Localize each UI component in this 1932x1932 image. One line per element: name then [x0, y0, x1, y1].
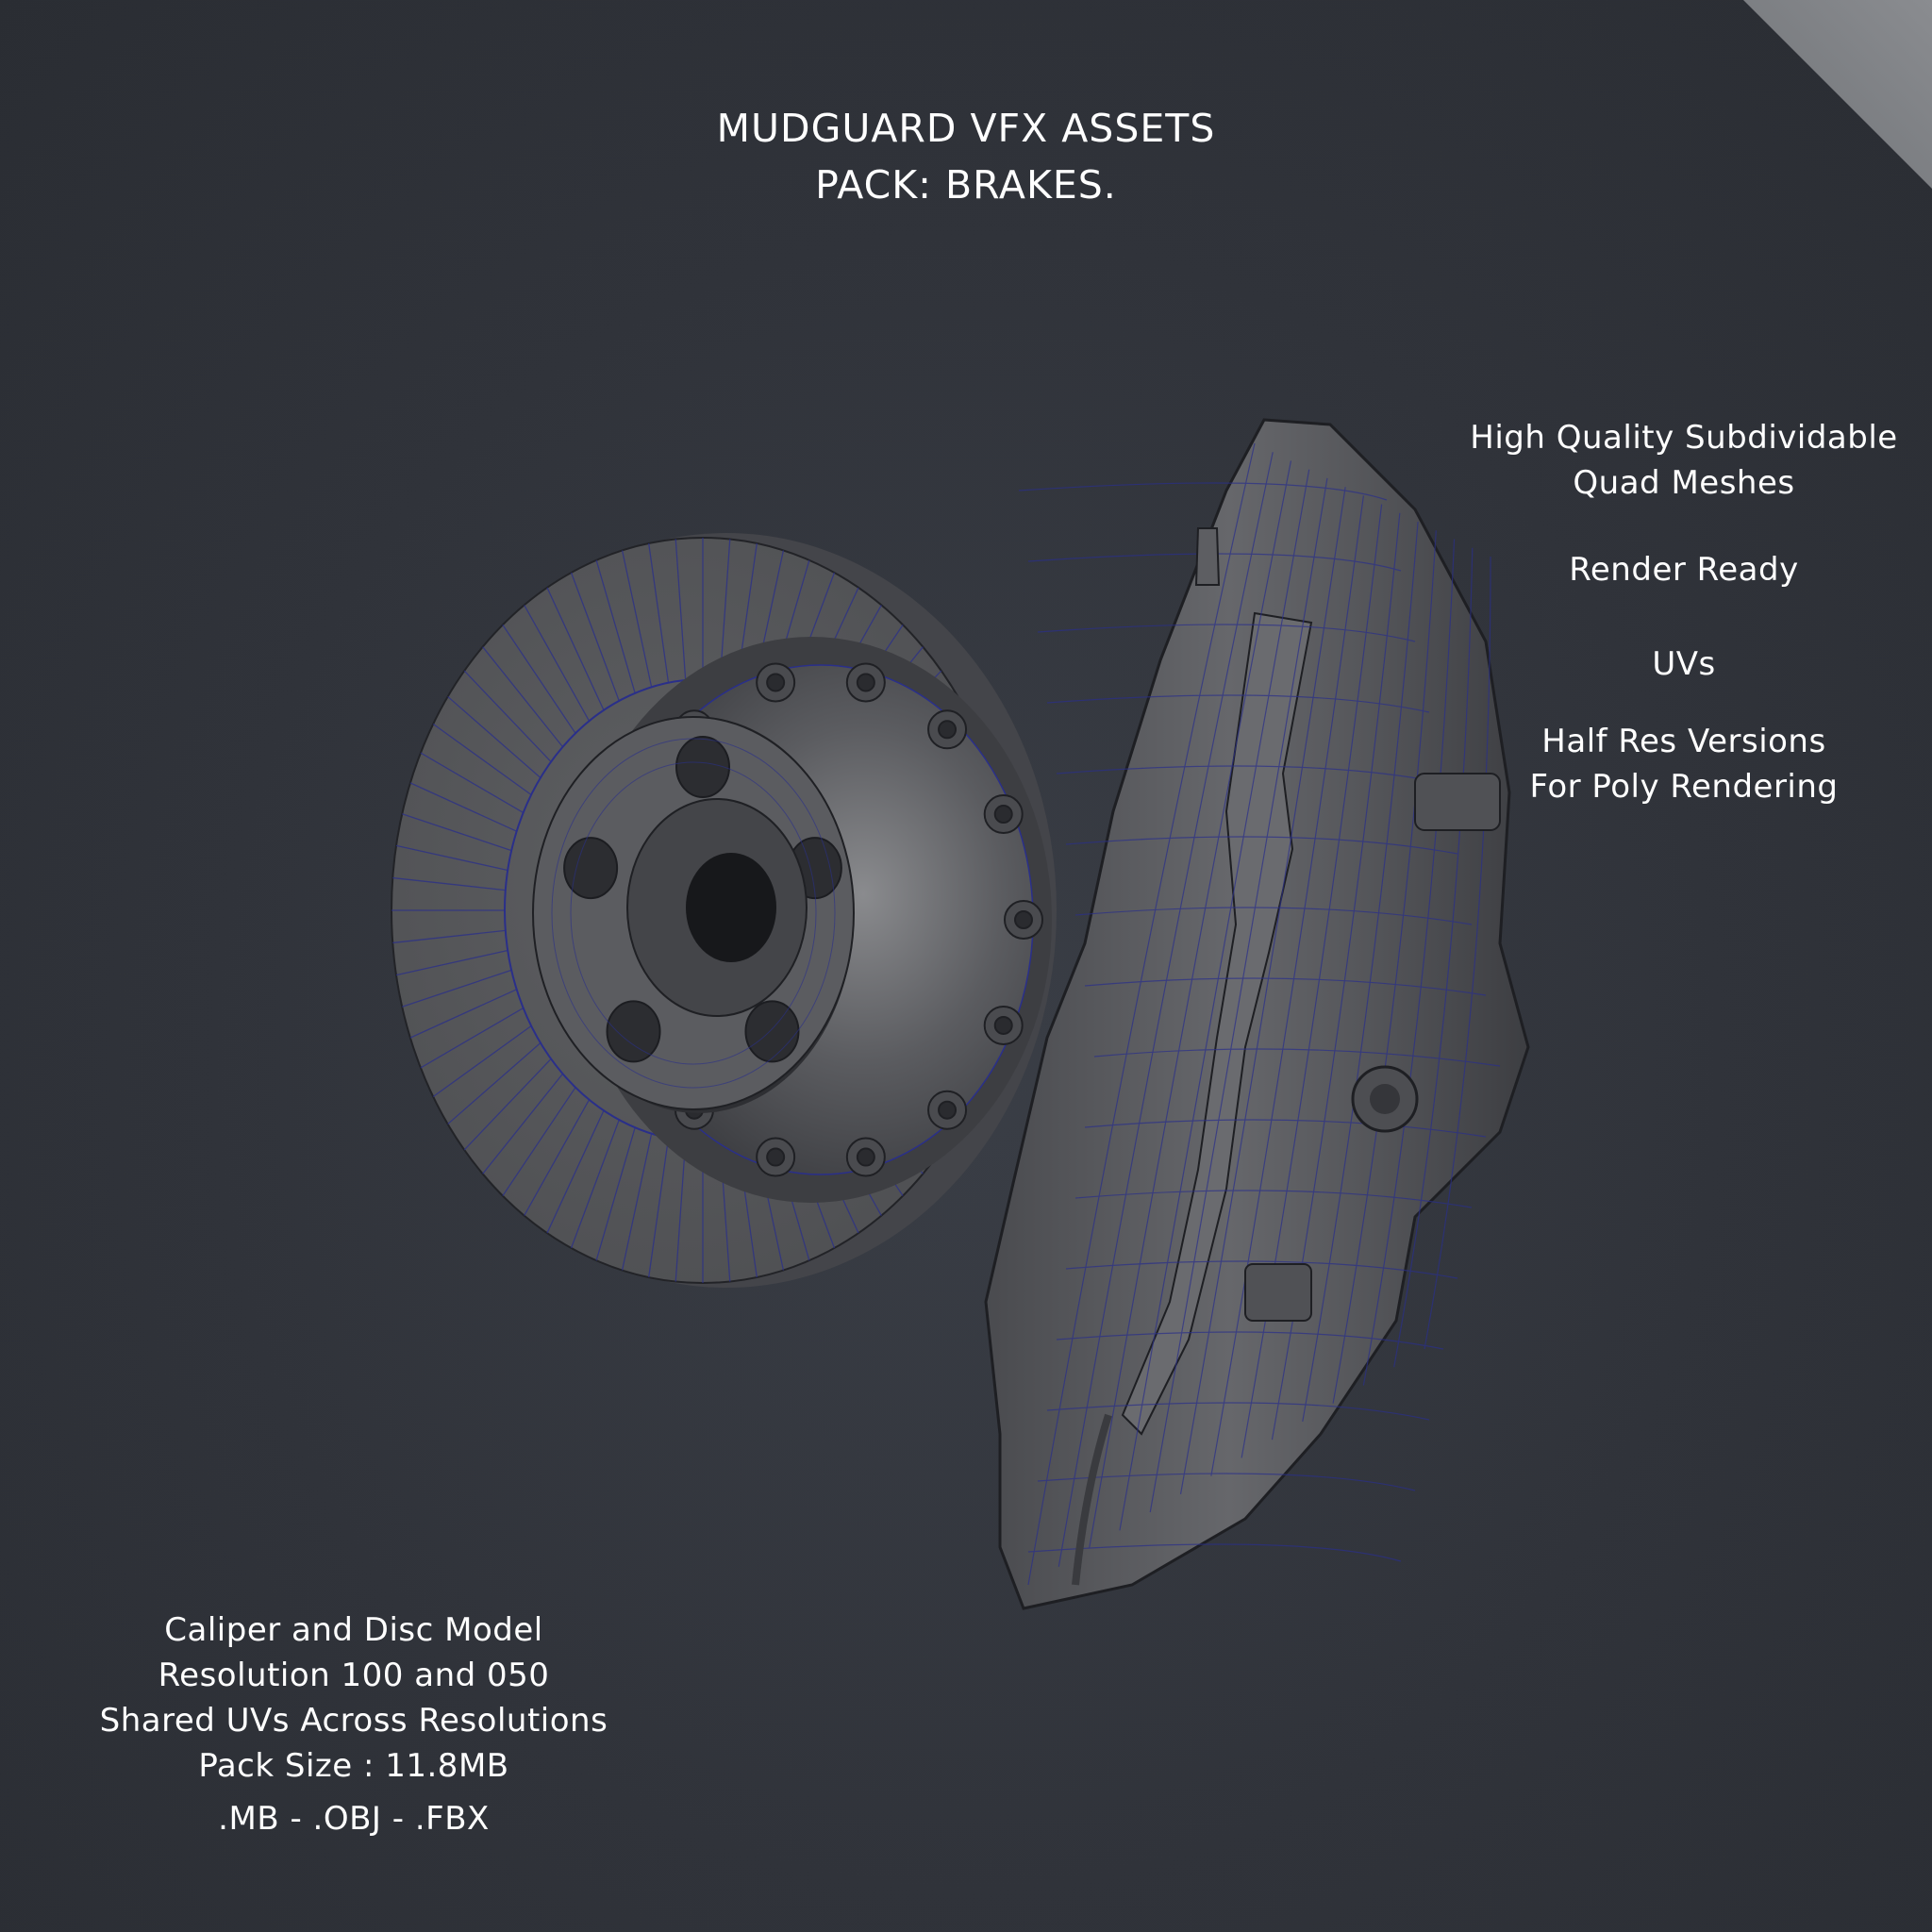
title-line-1: MUDGUARD VFX ASSETS [716, 106, 1216, 151]
feature-uvs: UVs [1652, 645, 1716, 683]
disc-hub [532, 637, 1052, 1203]
spec-resolution: Resolution 100 and 050 [158, 1657, 550, 1694]
spec-pack-size: Pack Size : 11.8MB [198, 1747, 509, 1785]
spec-model: Caliper and Disc Model [164, 1611, 543, 1649]
spec-formats: .MB - .OBJ - .FBX [218, 1800, 490, 1838]
spec-shared-uvs: Shared UVs Across Resolutions [99, 1702, 608, 1740]
feature-list: High Quality Subdividable Quad Meshes Re… [1434, 415, 1932, 809]
title-line-2: PACK: BRAKES. [815, 162, 1117, 208]
feature-quad-meshes-2: Quad Meshes [1573, 464, 1795, 502]
feature-quad-meshes-1: High Quality Subdividable [1470, 419, 1898, 457]
feature-render-ready: Render Ready [1569, 551, 1799, 589]
page-title: MUDGUARD VFX ASSETS PACK: BRAKES. [0, 100, 1932, 213]
feature-half-res-2: For Poly Rendering [1529, 768, 1839, 806]
spec-list: Caliper and Disc Model Resolution 100 an… [57, 1607, 651, 1841]
brake-caliper [984, 418, 1530, 1610]
feature-half-res-1: Half Res Versions [1541, 723, 1826, 760]
